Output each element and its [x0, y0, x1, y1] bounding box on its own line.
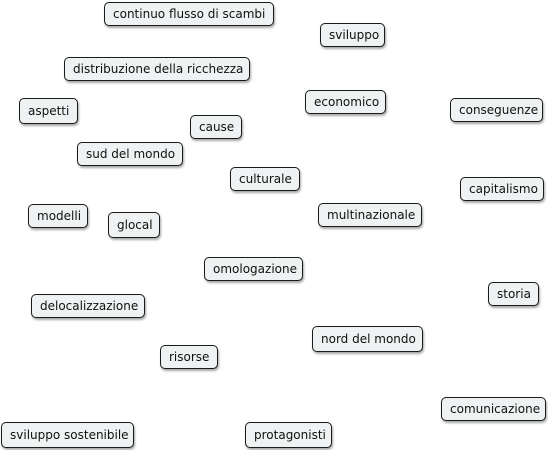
node-aspetti[interactable]: aspetti — [19, 98, 78, 124]
node-distribuzione-della-ricchezza[interactable]: distribuzione della ricchezza — [64, 57, 250, 81]
node-cause[interactable]: cause — [190, 115, 242, 139]
node-economico[interactable]: economico — [305, 90, 386, 114]
node-culturale[interactable]: culturale — [230, 167, 300, 191]
node-glocal[interactable]: glocal — [108, 212, 160, 238]
node-conseguenze[interactable]: conseguenze — [450, 98, 543, 122]
node-sud-del-mondo[interactable]: sud del mondo — [77, 142, 183, 166]
node-omologazione[interactable]: omologazione — [204, 257, 303, 281]
node-storia[interactable]: storia — [488, 282, 539, 306]
node-modelli[interactable]: modelli — [28, 204, 88, 228]
node-sviluppo-sostenibile[interactable]: sviluppo sostenibile — [1, 422, 134, 448]
node-continuo-flusso-di-scambi[interactable]: continuo flusso di scambi — [104, 2, 274, 26]
node-nord-del-mondo[interactable]: nord del mondo — [312, 326, 423, 352]
node-capitalismo[interactable]: capitalismo — [460, 177, 544, 201]
node-sviluppo[interactable]: sviluppo — [320, 23, 385, 47]
node-risorse[interactable]: risorse — [160, 345, 218, 369]
node-delocalizzazione[interactable]: delocalizzazione — [31, 294, 145, 318]
node-protagonisti[interactable]: protagonisti — [245, 422, 332, 448]
node-comunicazione[interactable]: comunicazione — [441, 397, 546, 421]
node-multinazionale[interactable]: multinazionale — [318, 203, 422, 227]
